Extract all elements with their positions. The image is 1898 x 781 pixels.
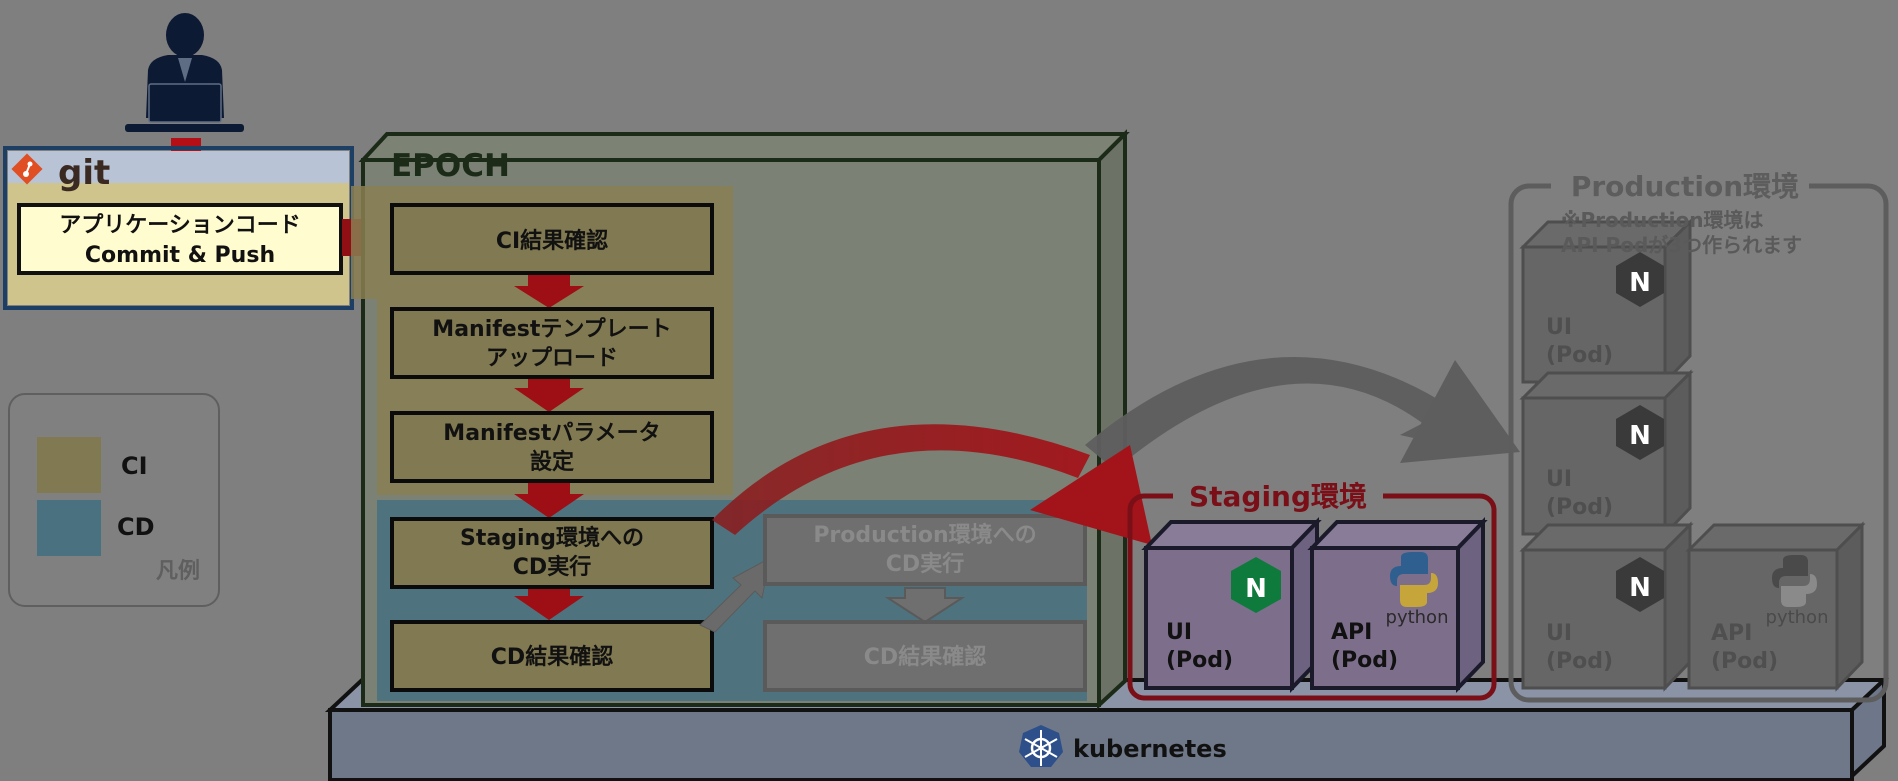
prod-ui-pod-2-line2: (Pod) [1546,495,1613,520]
production-deploy-arrow-icon [1085,356,1520,470]
production-note-line2: API Podが3つ作られます [1561,233,1802,257]
prod-ui-pod-3-line1: UI [1546,621,1572,646]
step-manifest-upload-line2: アップロード [486,346,618,371]
prod-ui-pod-1-line2: (Pod) [1546,343,1613,368]
staging-ui-pod[interactable]: N UI (Pod) [1141,517,1322,693]
commit-push-box[interactable]: アプリケーションコード Commit & Push [17,203,343,275]
prod-ui-pod-2-line1: UI [1546,467,1572,492]
production-ui-pod-3[interactable]: N UI (Pod) [1519,521,1694,692]
step-manifest-upload-line1: Manifestテンプレート [432,317,671,342]
svg-text:N: N [1245,574,1267,604]
kubernetes-logo-icon [1019,725,1063,767]
step-staging-cd-line1: Staging環境への [460,525,644,551]
step-production-cd-result[interactable]: CD結果確認 [763,620,1087,692]
step-manifest-param[interactable]: Manifestパラメータ 設定 [390,411,714,483]
svg-text:N: N [1629,268,1651,298]
python-icon [1390,552,1438,607]
step-production-cd-line1: Production環境への [813,522,1036,548]
nginx-icon [1616,405,1664,460]
legend-title: 凡例 [156,559,200,584]
production-title: Production環境 [1571,170,1799,203]
staging-title: Staging環境 [1189,480,1367,513]
step-manifest-param-line1: Manifestパラメータ [443,421,660,446]
step-cd-result[interactable]: CD結果確認 [390,620,714,692]
nginx-icon [1616,557,1664,612]
step-production-cd-result-label: CD結果確認 [864,644,986,670]
step-staging-cd[interactable]: Staging環境への CD実行 [390,517,714,589]
production-step-arrow-icon [884,587,966,624]
prod-api-pod-line1: API [1711,621,1752,646]
svg-text:N: N [1629,573,1651,603]
epoch-title: EPOCH [391,148,510,184]
step-production-cd-line2: CD実行 [886,551,964,577]
commit-box-line1: アプリケーションコード [59,213,301,238]
step-production-cd[interactable]: Production環境への CD実行 [763,514,1087,586]
production-ui-pod-2[interactable]: N UI (Pod) [1519,369,1694,538]
production-note-line1: ※Production環境は [1561,208,1764,232]
staging-api-pod-line1: API [1331,620,1372,645]
svg-text:N: N [1629,421,1651,451]
staging-ui-pod-line1: UI [1166,620,1192,645]
kubernetes-label: kubernetes [1073,735,1227,763]
legend-cd-label: CD [117,513,155,541]
legend-ci-label: CI [121,452,148,480]
production-environment: Production環境 N UI (Pod) ※Production環境は A… [1508,170,1889,703]
prod-ui-pod-1-line1: UI [1546,315,1572,340]
legend-ci-swatch [37,437,101,493]
production-api-pod[interactable]: python API (Pod) [1685,521,1866,692]
python-icon [1772,555,1817,607]
step-manifest-param-line2: 設定 [530,449,574,475]
legend-cd-swatch [37,500,101,556]
developer-icon [125,13,244,132]
staging-deploy-arrow-icon [712,424,1152,545]
commit-box-line2: Commit & Push [85,243,275,268]
step-manifest-upload[interactable]: Manifestテンプレート アップロード [390,307,714,379]
production-ui-pod-1[interactable]: N UI (Pod) [1519,218,1694,386]
step-staging-cd-line2: CD実行 [513,554,591,580]
git-label: git [58,153,110,193]
production-python-label: python [1766,607,1829,628]
nginx-icon [1231,557,1281,613]
staging-api-pod-line2: (Pod) [1331,648,1398,673]
step-arrows [514,274,584,620]
nginx-icon [1616,252,1664,307]
prod-api-pod-line2: (Pod) [1711,649,1778,674]
staging-environment: Staging環境 N UI (Pod) python API (Pod) [1127,480,1497,701]
step-ci-result-label: CI結果確認 [496,228,608,254]
prod-ui-pod-3-line2: (Pod) [1546,649,1613,674]
step-cd-result-label: CD結果確認 [491,644,613,670]
step-ci-result[interactable]: CI結果確認 [390,203,714,275]
staging-api-pod[interactable]: python API (Pod) [1307,517,1488,693]
legend-box: CI CD 凡例 [8,393,220,607]
staging-python-label: python [1386,607,1449,628]
staging-ui-pod-line2: (Pod) [1166,648,1233,673]
